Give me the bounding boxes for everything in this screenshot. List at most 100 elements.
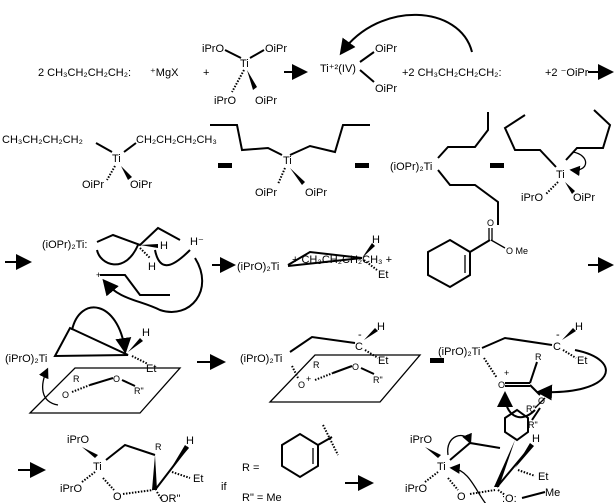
r-label: R [155,442,162,452]
plane [28,367,182,414]
rpp-label: R" [373,375,383,385]
bond [469,239,491,253]
et-label: Et [378,269,388,281]
row1-grignard-transmetalation: 2 CH₃CH₂CH₂CH₂: ⁺MgX + iPrO Ti OiPr iPrO… [38,13,614,107]
row2-dibutyltitanium: CH₃CH₂CH₂CH₂ Ti CH₂CH₂CH₂CH₃ OiPr OiPr T… [2,109,612,225]
wedge-bond [362,243,375,258]
bond [332,365,353,374]
o-label: O [113,491,122,503]
ti-label: (iPrO)₂Ti [438,346,480,358]
bond [490,239,506,249]
bond [121,379,136,387]
bond [287,250,363,266]
bond [105,443,156,461]
hashed-bond [447,477,459,491]
bond [289,335,356,353]
curved-arrow [497,391,536,419]
hashed-bond [364,349,379,359]
ipro-label: iPrO [202,43,224,55]
bond [521,491,546,499]
skeletal-chain [210,124,283,156]
bond [359,51,375,63]
ome-label: O Me [506,246,528,256]
ti-label: Ti [556,169,565,181]
equivalence-bar [355,163,369,168]
minus-charge: - [358,329,362,341]
o-label: O [113,374,120,384]
plus-charge: + [306,374,311,384]
bond [224,49,242,59]
bond [154,249,191,267]
row3-beta-hydride-elimination: (iOPr)₂Ti: H H H⁻ + (iPrO)₂Ti H Et + CH₃… [5,218,614,313]
rpp-label: R" [528,420,538,430]
wedge-bond [121,166,132,180]
hashed-bond [106,165,116,181]
r-definition: R = [242,462,259,474]
equivalence-bar [430,358,444,363]
oipr-label: OiPr [130,179,152,191]
oipr-label: OiPr [375,43,397,55]
h-label: H [160,240,168,252]
bond [96,244,139,266]
equivalence-bar [490,163,504,168]
mgx-cation: ⁺MgX [150,67,179,79]
plus-charge: + [504,368,509,378]
minus-charge: - [556,329,560,341]
ti-label: Ti [240,58,249,70]
o-label: O [487,218,494,228]
bond [249,49,265,59]
ipro-label: iPrO [67,434,89,446]
plane [268,354,422,403]
curved-arrow [449,463,487,503]
hashed-bond [291,365,299,379]
row5-oxatitanacycle: iPrO iPrO Ti R H Et O OR" if R = R" = Me… [18,397,560,503]
wedge-bond [494,440,515,487]
double-bond [314,372,334,381]
hydride-label: H⁻ [190,236,204,248]
isopropoxide: +2 ⁻OiPr [545,67,589,79]
curved-arrow [71,306,132,354]
ipro-label: iPrO [405,483,427,495]
skeletal-chain [565,109,612,161]
curved-arrow [447,432,472,456]
bond [481,336,553,349]
et-label: Et [146,363,156,375]
ipro-label: iPrO [60,483,82,495]
ipro-label: iPrO [214,95,236,107]
curved-arrow [339,13,473,56]
wedge-bond [290,168,305,185]
if-label: if [221,481,227,493]
bond [531,407,541,421]
cyclohexene-ring [504,408,529,442]
o-label: O [298,380,305,390]
bond [89,377,114,386]
h-label: H [372,234,380,246]
ti-label: Ti [93,461,102,473]
bond [317,436,333,446]
wedge-bond [515,443,534,468]
r-label: R [313,360,320,370]
h-label: H [532,433,540,445]
ti-label: (iOPr)₂Ti [390,161,432,173]
bond [123,142,137,153]
ti-label: (iPrO)₂Ti [237,261,279,273]
wedge-bond [247,70,257,90]
o-label: :O: [502,493,517,503]
curved-arrow [569,151,587,177]
hashed-bond [122,489,154,495]
ti-iv: Ti⁺²(IV) [320,63,356,75]
ti-label: (iOPr)₂Ti: [42,239,87,251]
hashed-bond [102,477,115,491]
o-label: O [498,380,505,390]
hashed-bond [277,167,286,185]
wedge-bond [140,244,158,248]
butyl-anion-2: +2 CH₃CH₂CH₂CH₂: [402,67,502,79]
butyl-anion: 2 CH₃CH₂CH₂CH₂: [38,67,131,79]
wedge-bond [565,182,575,194]
wedge-bond [364,328,378,340]
oipr-label: OiPr [255,187,277,199]
bond [287,257,363,267]
bond [360,367,375,375]
hashed-bond [517,469,536,477]
